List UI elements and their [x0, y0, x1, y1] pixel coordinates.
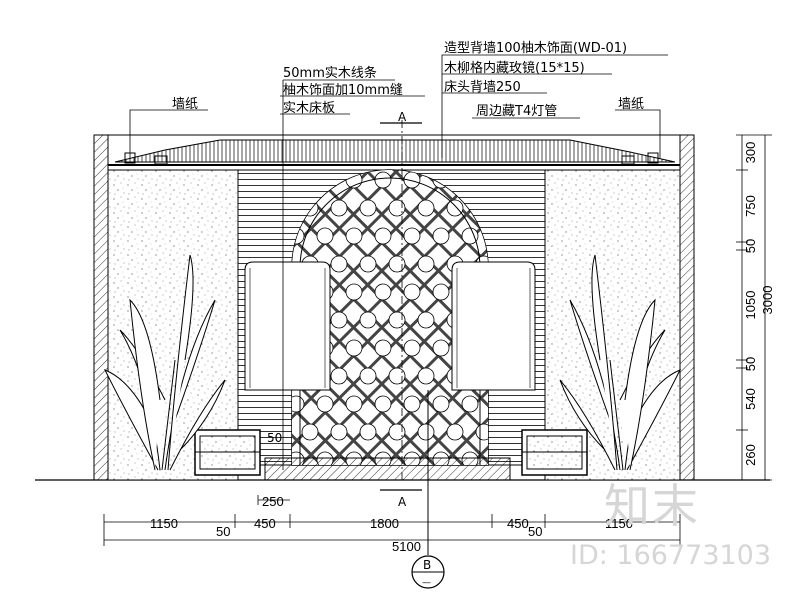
lattice-roundel [345, 283, 363, 301]
section-mark-top: A [398, 110, 407, 124]
lattice-roundel [345, 227, 363, 245]
lattice-roundel [359, 255, 377, 273]
bedside-table-right [521, 429, 588, 476]
lattice-roundel [446, 423, 464, 441]
dim-bottom-segment: 450 [254, 516, 276, 531]
lattice-roundel [359, 367, 377, 385]
dimension-right [736, 134, 772, 481]
annotation-bed-head-height: 床头背墙250 [444, 80, 521, 95]
annotation-lattice-mirror: 木柳格内藏玫镜(15*15) [444, 60, 585, 76]
lattice-roundel [417, 423, 435, 441]
lattice-roundel [403, 227, 421, 245]
right-dim-labels: 300 750 50 1050 50 540 260 [743, 142, 758, 466]
side-mirror-left [244, 261, 331, 391]
lattice-roundel [345, 339, 363, 357]
watermark-logo: 知末 [604, 479, 700, 533]
lattice-roundel [359, 423, 377, 441]
watermark-id: ID: 166773103 [570, 540, 772, 571]
right-wall [679, 134, 695, 481]
lattice-roundel [374, 395, 392, 413]
lattice-roundel [330, 255, 348, 273]
annotation-veneer-gap: 柚木饰面加10mm缝 [283, 83, 403, 98]
section-mark-bottom: A [398, 495, 407, 509]
lattice-roundel [374, 339, 392, 357]
banana-plant-right [559, 254, 682, 471]
annotation-headboard-veneer: 造型背墙100柚木饰面(WD-01) [444, 41, 627, 56]
dim-bottom-segment: 1150 [150, 516, 178, 531]
lattice-roundel [388, 367, 406, 385]
left-wall [93, 134, 109, 481]
dim-right-total: 3000 [760, 286, 775, 315]
dim-right-segment: 260 [743, 444, 758, 466]
bottom-dim-labels: 1150 450 1800 450 1150 50 50 [150, 516, 633, 539]
dim-bottom-segment: 1150 [605, 516, 633, 531]
lattice-roundel [388, 199, 406, 217]
annotation-hidden-lamp: 周边藏T4灯管 [476, 104, 557, 119]
dim-right-segment: 540 [743, 388, 758, 410]
lattice-roundel [403, 339, 421, 357]
banana-plant-left [103, 254, 226, 471]
annotation-wallpaper-left: 墙纸 [172, 97, 198, 112]
bed-base [264, 457, 511, 481]
lattice-roundel [330, 423, 348, 441]
lattice-roundel [461, 395, 479, 413]
lattice-roundel [432, 227, 450, 245]
dimension-bottom [103, 495, 681, 546]
lattice-roundel [417, 311, 435, 329]
lattice-roundel [446, 199, 464, 217]
lattice-roundel [461, 227, 479, 245]
dim-bottom-total: 5100 [392, 539, 421, 554]
lattice-roundel [330, 311, 348, 329]
lattice-roundel [374, 283, 392, 301]
leader-lines [129, 54, 668, 470]
dim-right-segment: 300 [743, 142, 758, 164]
lattice-roundel [388, 423, 406, 441]
lattice-roundel [316, 227, 334, 245]
annotation-solid-wood-board: 实木床板 [283, 101, 335, 116]
lattice-roundel [345, 395, 363, 413]
bedside-table-left [194, 429, 261, 476]
dim-right-segment: 1050 [743, 291, 758, 320]
annotation-solid-wood-strip: 50mm实木线条 [283, 65, 377, 81]
annotation-wallpaper-right: 墙纸 [618, 97, 644, 112]
lattice-roundel [374, 227, 392, 245]
dim-bottom-segment: 450 [507, 516, 529, 531]
side-mirror-right [451, 261, 536, 391]
lattice-roundel [359, 311, 377, 329]
lattice-roundel [388, 311, 406, 329]
lattice-roundel [388, 255, 406, 273]
dim-bottom-gap: 50 [216, 524, 230, 539]
lattice-roundel [330, 199, 348, 217]
lattice-roundel [301, 423, 319, 441]
lattice-roundel [359, 199, 377, 217]
lattice-roundel [316, 395, 334, 413]
lattice-roundel [417, 367, 435, 385]
dim-label-50: 50 [267, 431, 282, 445]
lattice-roundel [417, 255, 435, 273]
dim-right-segment: 50 [743, 357, 758, 371]
dim-right-segment: 50 [743, 239, 758, 253]
callout-letter: B [423, 558, 431, 572]
dim-right-segment: 750 [743, 195, 758, 217]
callout-b: B — [411, 555, 445, 589]
lattice-roundel [374, 171, 392, 189]
lattice-roundel [432, 339, 450, 357]
callout-sub: — [422, 578, 431, 588]
dim-bottom-gap: 50 [528, 524, 542, 539]
dim-bottom-segment: 1800 [370, 516, 399, 531]
lattice-roundel [330, 367, 348, 385]
lattice-roundel [403, 395, 421, 413]
lattice-roundel [432, 395, 450, 413]
dim-250: 250 [262, 494, 284, 509]
lattice-roundel [432, 283, 450, 301]
lattice-roundel [403, 283, 421, 301]
lattice-roundel [417, 199, 435, 217]
ceiling-bulkhead [108, 139, 680, 171]
